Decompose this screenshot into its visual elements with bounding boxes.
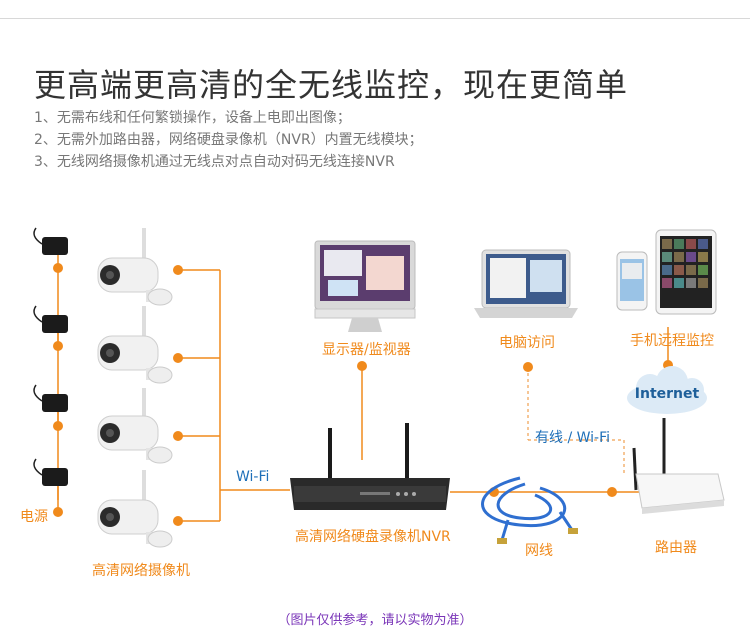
router-icon — [632, 418, 725, 514]
router-label: 路由器 — [655, 540, 697, 556]
power-adapter-icon — [33, 305, 68, 333]
wired-wifi-link — [527, 367, 625, 476]
power-adapter-icon — [33, 458, 68, 486]
tablet-icon — [655, 229, 717, 315]
ip-camera-icon — [97, 228, 173, 306]
camera-label: 高清网络摄像机 — [92, 563, 190, 579]
rj45-plug-icon — [568, 528, 578, 534]
laptop-icon — [474, 249, 578, 318]
mobile-monitor-label: 手机远程监控 — [630, 333, 714, 349]
feature-item: 2、无需外加路由器，网络硬盘录像机（NVR）内置无线模块； — [34, 132, 423, 148]
rj45-plug-icon — [497, 538, 507, 544]
page-title: 更高端更高清的全无线监控，现在更简单 — [34, 66, 629, 104]
cloud-icon — [627, 366, 707, 414]
wired-wifi-label: 有线 / Wi-Fi — [535, 430, 611, 446]
feature-item: 3、无线网络摄像机通过无线点对点自动对码无线连接NVR — [34, 154, 395, 170]
connection-dots — [53, 263, 673, 526]
nvr-device-icon — [290, 423, 450, 510]
top-divider — [0, 18, 750, 19]
nvr-label: 高清网络硬盘录像机NVR — [295, 529, 451, 545]
feature-list: 1、无需布线和任何繁锁操作，设备上电即出图像； 2、无需外加路由器，网络硬盘录像… — [34, 107, 423, 173]
wifi-label: Wi-Fi — [236, 469, 270, 485]
smartphone-icon — [616, 251, 648, 311]
disclaimer-note: （图片仅供参考，请以实物为准） — [277, 613, 473, 628]
ip-camera-icon — [97, 306, 173, 384]
power-adapter-icon — [33, 384, 68, 412]
internet-label: Internet — [634, 386, 700, 402]
monitor-label: 显示器/监视器 — [322, 342, 411, 358]
power-adapter-icon — [33, 227, 68, 255]
power-label: 电源 — [20, 509, 48, 525]
ip-camera-icon — [97, 470, 173, 548]
ip-camera-icon — [97, 388, 173, 464]
cable-label: 网线 — [525, 543, 553, 559]
feature-item: 1、无需布线和任何繁锁操作，设备上电即出图像； — [34, 110, 351, 126]
monitor-icon — [314, 240, 416, 332]
pc-access-label: 电脑访问 — [499, 335, 555, 351]
network-cable-icon — [481, 476, 574, 541]
